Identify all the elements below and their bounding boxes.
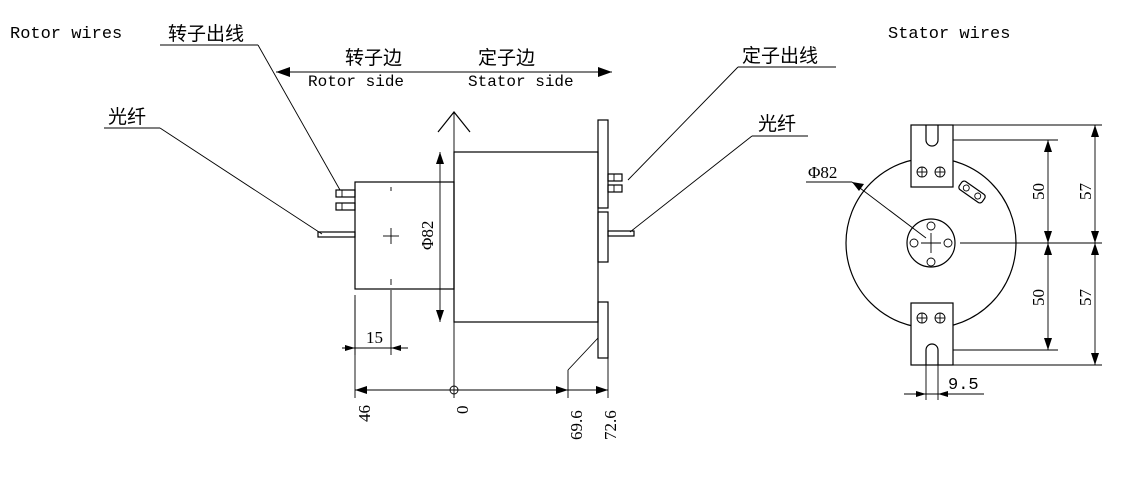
hub-screw-left	[909, 238, 919, 248]
top-ear	[910, 124, 954, 188]
flange-bottom	[597, 301, 609, 359]
dim-50-top-arrow-b	[1044, 231, 1052, 243]
stator-body	[453, 151, 599, 323]
stator-side-cn-label: 定子边	[478, 47, 535, 69]
dia-side-label: Φ82	[418, 221, 437, 250]
rotor-body	[354, 181, 455, 290]
stator-side-en-label: Stator side	[468, 73, 574, 91]
rotor-side-en-label: Rotor side	[308, 73, 404, 91]
pos-72-6-label: 72.6	[601, 410, 620, 440]
dim-15-arrow-left	[345, 345, 355, 351]
stator-side-arrowhead	[598, 67, 612, 77]
dia-end-label: Φ82	[808, 163, 837, 182]
slot-arrow-left	[916, 391, 926, 397]
fiber-left-leader	[159, 127, 323, 235]
center-hub	[906, 218, 956, 268]
mount-50-bottom-label: 50	[1029, 289, 1048, 306]
mount-57-top-label: 57	[1076, 183, 1095, 201]
dim-15-arrow-right	[391, 345, 401, 351]
flange-top	[597, 119, 609, 209]
dim-57-bottom-arrow-a	[1091, 243, 1099, 255]
dim-50-bottom-arrow-b	[1044, 338, 1052, 350]
hub-screw-right	[943, 238, 953, 248]
hub-screw-bottom	[926, 257, 936, 267]
rotor-wire-pin-2	[335, 202, 356, 211]
dim-15-label: 15	[366, 328, 383, 347]
dim-57-top-arrow-a	[1091, 125, 1099, 137]
fiber-right-leader	[629, 135, 753, 233]
axis-arrowhead	[437, 111, 471, 133]
baseline-arrow-72	[596, 386, 608, 394]
rotor-wires-leader	[257, 44, 341, 191]
stator-wires-leader	[627, 66, 739, 181]
pos-46-label: 46	[355, 405, 374, 422]
mount-50-top-label: 50	[1029, 183, 1048, 200]
flange-leader	[567, 337, 599, 371]
dia-end-arrow	[852, 182, 864, 191]
stator-wire-pin-1	[607, 173, 623, 182]
rotor-wires-en-label: Rotor wires	[10, 25, 122, 44]
dim-50-top-arrow-a	[1044, 140, 1052, 152]
dia-end-leader	[851, 181, 927, 239]
dim-57-bottom-arrow-b	[1091, 353, 1099, 365]
rotor-wires-cn-label: 转子出线	[168, 23, 244, 45]
dim-57-top-arrow-b	[1091, 231, 1099, 243]
bottom-ear	[910, 302, 954, 366]
slot-width-label: 9.5	[948, 376, 979, 395]
hub-screw-top	[926, 221, 936, 231]
pos-69-6-label: 69.6	[567, 410, 586, 440]
baseline-arrow-69	[556, 386, 568, 394]
stator-wires-cn-label: 定子出线	[742, 45, 818, 67]
stator-wire-pin-2	[607, 184, 623, 193]
dia-side-arrow-top	[436, 152, 444, 164]
rotor-side-arrowhead	[276, 67, 290, 77]
dim-50-bottom-arrow-a	[1044, 243, 1052, 255]
mount-57-bottom-label: 57	[1076, 289, 1095, 307]
top-ear-slot	[925, 125, 939, 147]
slot-arrow-right	[938, 391, 948, 397]
stator-wires-en-label: Stator wires	[888, 25, 1010, 44]
baseline-origin-marker	[449, 385, 459, 395]
flange-middle	[597, 211, 609, 263]
fiber-right-cn-label: 光纤	[758, 113, 796, 135]
fiber-left-tube	[317, 231, 356, 238]
rotor-wire-pin-1	[335, 189, 356, 198]
fiber-left-cn-label: 光纤	[108, 106, 146, 128]
baseline-arrow-46	[355, 386, 367, 394]
fiber-connector	[958, 180, 986, 204]
bottom-ear-slot	[925, 343, 939, 365]
pos-0-label: 0	[453, 406, 472, 415]
fiber-right-tube	[607, 230, 635, 237]
dia-side-arrow-bottom	[436, 310, 444, 322]
rotor-side-cn-label: 转子边	[345, 47, 402, 69]
